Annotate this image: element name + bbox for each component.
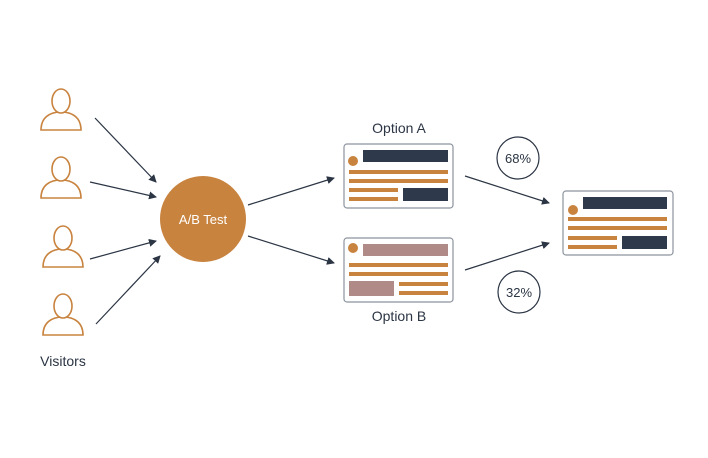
option-b-conversion-bubble (497, 270, 541, 314)
option-a-text-line (349, 170, 448, 174)
arrow-option-b-to-result (464, 241, 550, 271)
result-text-line (568, 217, 667, 221)
arrow-option-a-to-result (464, 175, 550, 205)
arrow-visitor4-to-test (95, 255, 161, 325)
visitors-label: Visitors (40, 353, 86, 369)
result-text-line (568, 245, 617, 249)
option-b-card (343, 237, 454, 303)
visitor-icon-2 (40, 156, 82, 199)
result-header-bar (583, 197, 667, 209)
option-b-avatar-dot (348, 243, 358, 253)
result-text-line (568, 236, 617, 240)
option-a-card (343, 143, 454, 209)
option-a-conversion-bubble (496, 136, 540, 180)
option-a-label: Option A (372, 120, 426, 136)
arrow-test-to-option-b (247, 235, 335, 265)
result-avatar-dot (568, 205, 578, 215)
option-b-label: Option B (372, 308, 426, 324)
option-b-header-bar (363, 244, 448, 256)
ab-test-label: A/B Test (179, 212, 228, 227)
option-a-avatar-dot (348, 156, 358, 166)
option-b-text-line (349, 263, 448, 267)
arrow-visitor2-to-test (89, 181, 157, 200)
result-card (562, 190, 674, 256)
option-b-text-line (399, 291, 448, 295)
option-a-text-line (349, 188, 398, 192)
visitor-icon-4 (42, 293, 84, 336)
ab-test-node (160, 176, 246, 262)
option-a-conversion-value: 68% (505, 151, 531, 166)
arrow-test-to-option-a (247, 176, 335, 206)
visitor-icon-3 (42, 225, 84, 268)
option-a-button-block (403, 188, 448, 201)
arrow-visitor1-to-test (94, 117, 157, 183)
option-a-text-line (349, 179, 448, 183)
option-a-text-line (349, 197, 398, 201)
result-button-block (622, 236, 667, 249)
arrow-visitor3-to-test (89, 238, 157, 260)
option-a-header-bar (363, 150, 448, 162)
option-b-text-line (349, 272, 448, 276)
option-b-conversion-value: 32% (506, 285, 532, 300)
visitor-icon-1 (40, 88, 82, 131)
option-b-image-block (349, 281, 394, 296)
option-b-text-line (399, 282, 448, 286)
result-text-line (568, 226, 667, 230)
